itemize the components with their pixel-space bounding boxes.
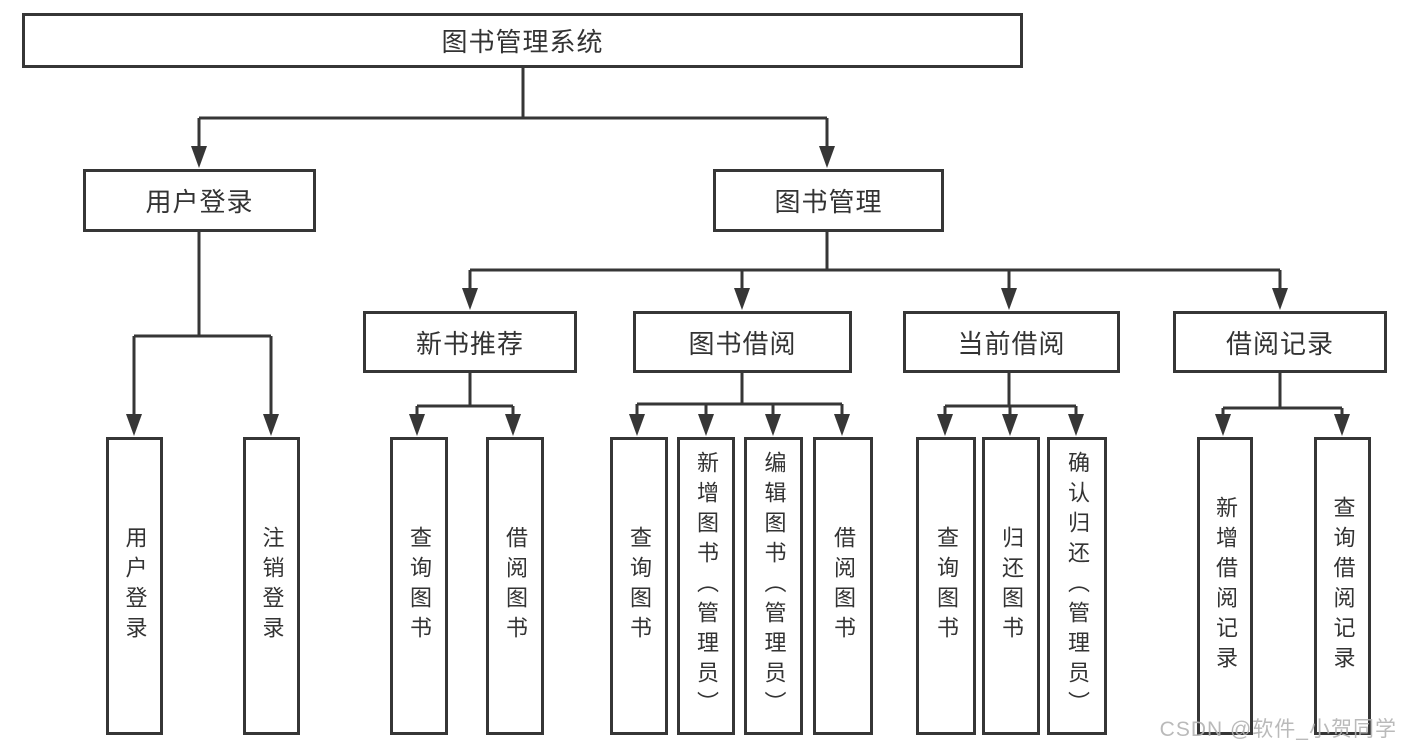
- node-label: 图书管理系统: [441, 27, 604, 57]
- leaf-query-books-borrowing: 查询图书: [610, 437, 668, 735]
- node-label: 用户登录: [145, 187, 254, 217]
- leaf-add-books-admin: 新增图书（管理员）: [677, 437, 735, 735]
- leaf-query-books-recommend: 查询图书: [390, 437, 448, 735]
- node-label: 当前借阅: [957, 328, 1066, 359]
- leaf-query-borrow-record: 查询借阅记录: [1314, 437, 1371, 735]
- node-label: 图书管理: [774, 187, 883, 217]
- leaf-label: 查询图书: [627, 526, 652, 646]
- arrowheads: [126, 146, 1350, 436]
- node-library-system: 图书管理系统: [22, 13, 1023, 68]
- node-current-borrowing: 当前借阅: [903, 311, 1120, 373]
- leaf-label: 查询图书: [407, 526, 432, 646]
- leaf-label: 确认归还（管理员）: [1065, 451, 1090, 721]
- leaf-confirm-return-admin: 确认归还（管理员）: [1047, 437, 1107, 735]
- node-label: 图书借阅: [688, 328, 797, 359]
- node-label: 新书推荐: [415, 328, 524, 359]
- node-book-borrowing: 图书借阅: [633, 311, 852, 373]
- leaf-user-login: 用户登录: [106, 437, 163, 735]
- leaf-query-books-current: 查询图书: [916, 437, 976, 735]
- leaf-label: 查询借阅记录: [1330, 496, 1356, 676]
- leaf-return-books: 归还图书: [982, 437, 1040, 735]
- leaf-label: 借阅图书: [503, 526, 528, 646]
- watermark-text: CSDN @软件_小贺同学: [1159, 718, 1397, 741]
- leaf-label: 查询图书: [934, 526, 959, 646]
- leaf-borrow-books-recommend: 借阅图书: [486, 437, 544, 735]
- node-borrowing-records: 借阅记录: [1173, 311, 1387, 373]
- leaf-label: 用户登录: [122, 526, 148, 646]
- node-label: 借阅记录: [1225, 328, 1334, 359]
- node-new-book-recommendation: 新书推荐: [363, 311, 577, 373]
- leaf-label: 新增借阅记录: [1213, 496, 1238, 676]
- leaf-label: 归还图书: [999, 526, 1024, 646]
- node-user-login: 用户登录: [83, 169, 316, 232]
- tree-edges: [132, 68, 1344, 420]
- leaf-label: 注销登录: [259, 526, 285, 646]
- node-book-management: 图书管理: [713, 169, 944, 232]
- leaf-edit-books-admin: 编辑图书（管理员）: [744, 437, 803, 735]
- leaf-add-borrow-record: 新增借阅记录: [1197, 437, 1253, 735]
- leaf-logout: 注销登录: [243, 437, 300, 735]
- leaf-label: 编辑图书（管理员）: [761, 451, 787, 721]
- leaf-label: 新增图书（管理员）: [694, 451, 719, 721]
- leaf-label: 借阅图书: [831, 526, 856, 646]
- leaf-borrow-books-borrowing: 借阅图书: [813, 437, 873, 735]
